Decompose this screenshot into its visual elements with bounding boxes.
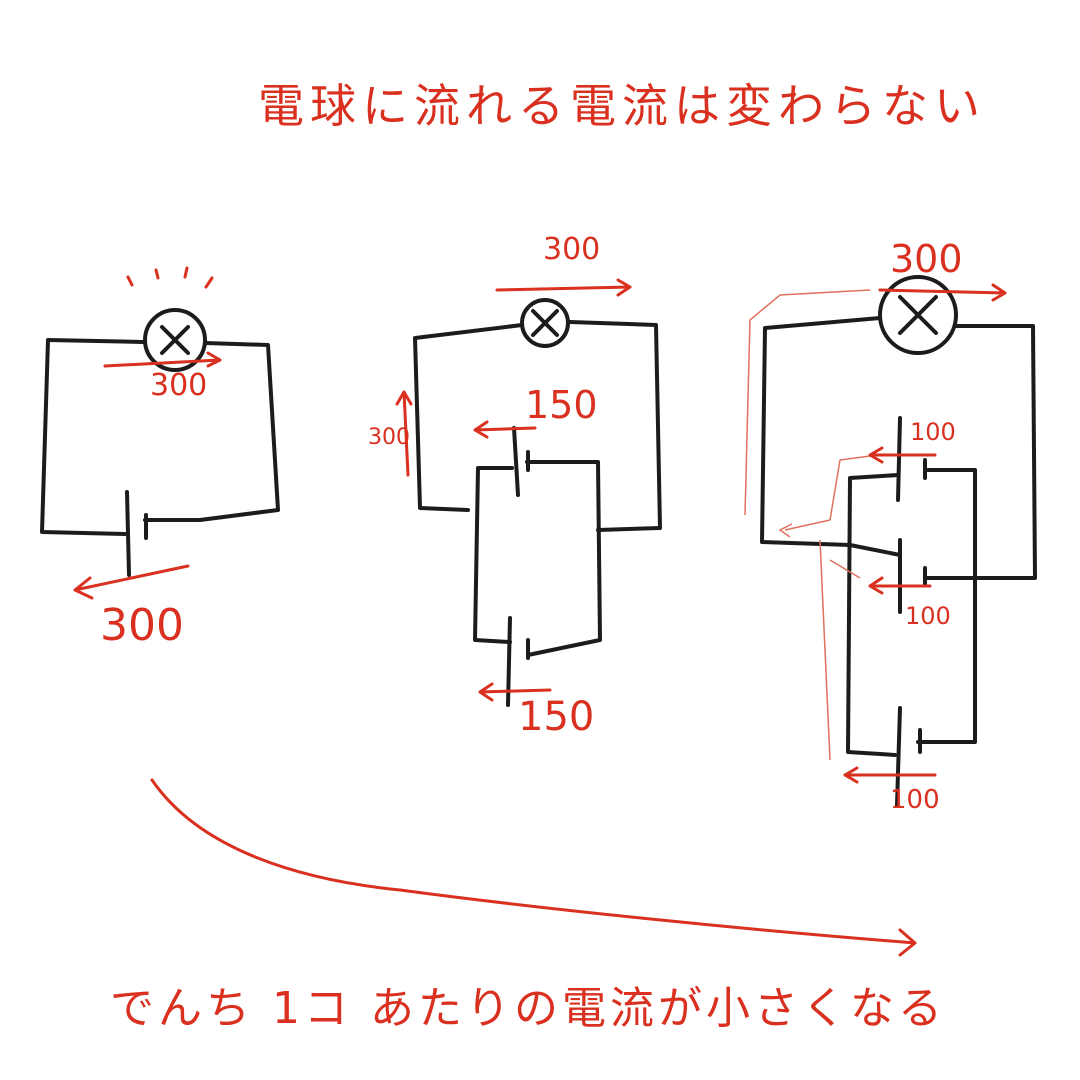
- current-label: 100: [890, 785, 940, 815]
- circuit-1: [40, 266, 280, 600]
- lamp-icon: [520, 298, 570, 348]
- battery-icon: [896, 416, 927, 502]
- battery-icon: [895, 706, 922, 807]
- lamp-icon: [878, 275, 958, 355]
- current-label: 300: [100, 600, 184, 651]
- diagram-title: 電球に流れる電流は変わらない: [258, 79, 986, 133]
- circuit-2: [395, 278, 662, 707]
- circuit-3: [744, 275, 1037, 807]
- battery-icon: [125, 490, 148, 577]
- progression-arrow: [150, 778, 917, 957]
- current-label: 300: [368, 425, 410, 450]
- battery-icon: [898, 538, 927, 614]
- current-label: 300: [890, 237, 963, 281]
- current-label: 100: [905, 602, 951, 630]
- current-label: 100: [910, 418, 956, 446]
- current-label: 300: [543, 232, 601, 267]
- light-rays-icon: [126, 266, 214, 289]
- current-label: 150: [518, 694, 595, 740]
- current-label: 300: [150, 368, 208, 403]
- current-label: 150: [525, 383, 598, 427]
- caption: でんち 1コ あたりの電流が小さくなる: [110, 983, 946, 1034]
- lamp-icon: [143, 308, 207, 372]
- battery-icon: [512, 426, 530, 497]
